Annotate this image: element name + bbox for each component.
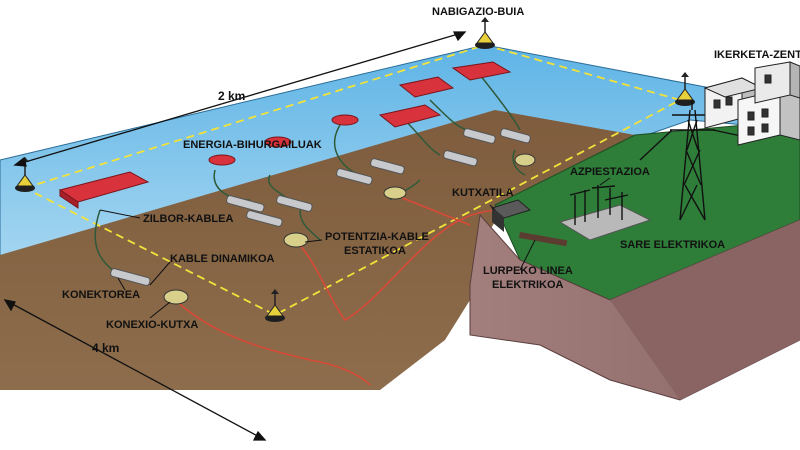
label-static-cable-1: POTENTZIA-KABLE [325, 231, 429, 243]
seabed [0, 110, 635, 390]
buoy-bottom [265, 289, 285, 322]
land-front [610, 220, 800, 400]
label-junction-box: KUTXATILA [452, 187, 514, 199]
dimension-arrow-2km [13, 31, 467, 167]
label-connector: KONEKTOREA [62, 289, 140, 301]
leader-lines [99, 177, 611, 319]
shore-junction-box [490, 199, 532, 232]
label-underground-2: ELEKTRIKOA [492, 279, 564, 291]
seabed-connectors [110, 128, 531, 286]
buoy-right [675, 72, 695, 106]
label-substation: AZPIESTAZIOA [570, 166, 650, 178]
substation [558, 185, 652, 241]
label-2km: 2 km [218, 89, 245, 103]
label-connection-box: KONEXIO-KUTXA [106, 319, 198, 331]
label-energy-converters: ENERGIA-BIHURGAILUAK [183, 139, 322, 151]
dimension-arrow-4km [3, 299, 267, 441]
label-grid: SARE ELEKTRIKOA [620, 239, 725, 251]
test-site-boundary [22, 44, 683, 317]
navigation-buoys [15, 17, 695, 322]
buoy-top [475, 17, 495, 49]
label-underground-1: LURPEKO LINEA [483, 265, 573, 277]
label-4km: 4 km [92, 341, 119, 355]
energy-converters [58, 61, 512, 209]
label-static-cable-2: ESTATIKOA [344, 245, 406, 257]
connection-boxes [163, 153, 536, 305]
label-nav-buoy: NABIGAZIO-BUIA [432, 6, 524, 18]
label-umbilical-cable: ZILBOR-KABLEA [143, 213, 233, 225]
label-dynamic-cable: KABLE DINAMIKOA [170, 253, 275, 265]
underground-trench [518, 232, 568, 247]
control-center-buildings [703, 61, 800, 146]
label-control-center: IKERKETA-ZENTROA [714, 49, 800, 61]
